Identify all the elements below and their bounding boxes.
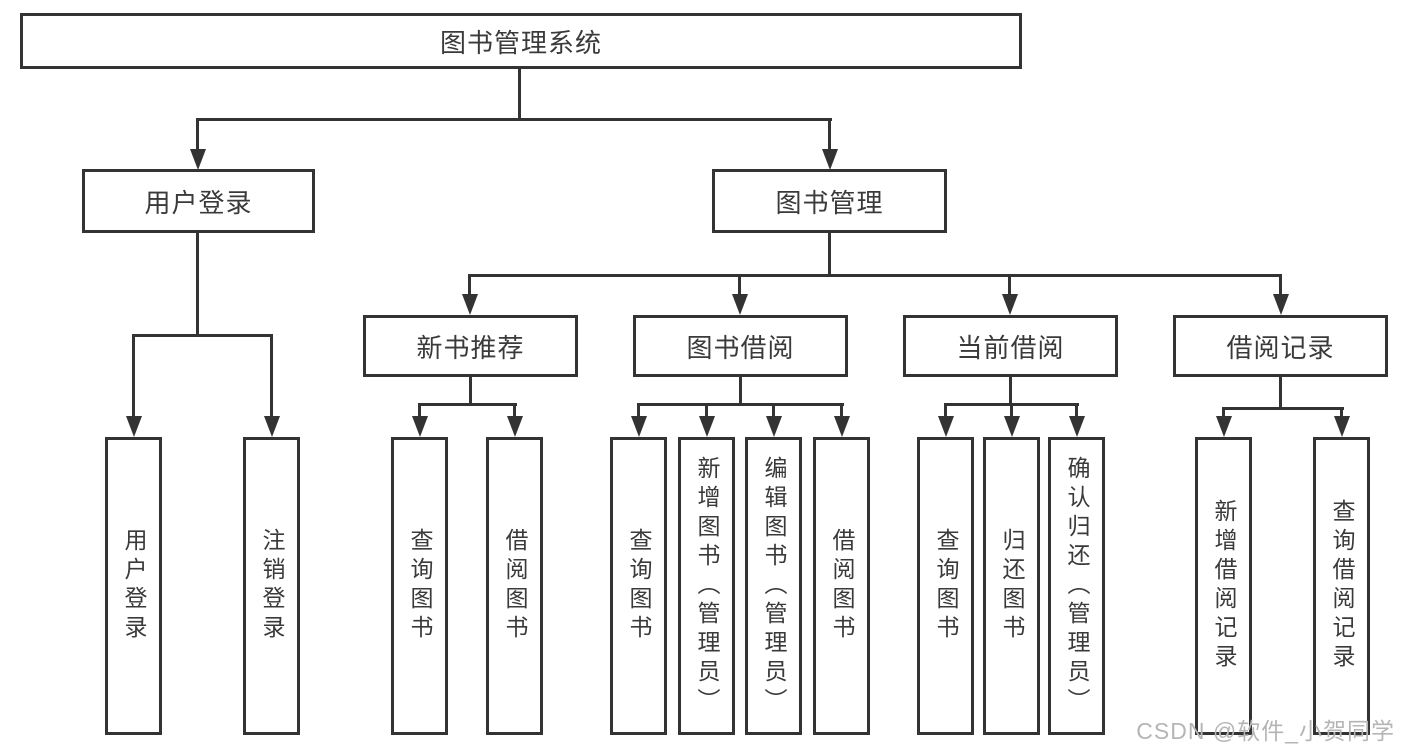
- connector-leaf-drop: [705, 403, 708, 420]
- arrow-down-icon: [462, 294, 478, 315]
- leaf-return-books: 归还图书: [983, 437, 1040, 735]
- connector-leaf-drop: [1340, 407, 1343, 420]
- leaf-query-borrow-record: 查询借阅记录: [1313, 437, 1370, 735]
- connector-leaf-drop: [270, 334, 273, 420]
- node-user-login-label: 用户登录: [144, 187, 253, 218]
- leaf-edit-books-admin: 编辑图书（管理员）: [745, 437, 802, 735]
- arrow-down-icon: [699, 416, 715, 437]
- connector-leaf-drop: [637, 403, 640, 420]
- node-book-management: 图书管理: [712, 169, 947, 233]
- node-root: 图书管理系统: [20, 13, 1022, 69]
- connector-leaf-drop: [513, 403, 516, 420]
- connector-leaf-drop: [418, 403, 421, 420]
- connector-login-branch: [132, 334, 273, 337]
- arrow-down-icon: [507, 416, 523, 437]
- node-current-borrowing: 当前借阅: [903, 315, 1118, 377]
- node-borrowing-records: 借阅记录: [1173, 315, 1388, 377]
- arrow-down-icon: [1334, 416, 1350, 437]
- leaf-query-books-borrowing: 查询图书: [610, 437, 667, 735]
- leaf-borrow-books-borrowing-label: 借阅图书: [829, 528, 855, 644]
- connector-recommend-stem: [469, 377, 472, 406]
- connector-level3-drop: [738, 274, 741, 298]
- arrow-down-icon: [732, 294, 748, 315]
- connector-root-branch: [196, 118, 832, 121]
- connector-level3-drop: [1008, 274, 1011, 298]
- connector-current-stem: [1009, 377, 1012, 406]
- leaf-query-books-current: 查询图书: [917, 437, 974, 735]
- arrow-down-icon: [1216, 416, 1232, 437]
- leaf-add-borrow-record: 新增借阅记录: [1195, 437, 1252, 735]
- leaf-query-books-recommend: 查询图书: [391, 437, 448, 735]
- connector-records-branch: [1222, 407, 1344, 410]
- connector-leaf-drop: [772, 403, 775, 420]
- arrow-down-icon: [938, 416, 954, 437]
- connector-borrowing-branch: [637, 403, 844, 406]
- connector-leaf-drop: [1222, 407, 1225, 420]
- connector-login-stem: [196, 233, 199, 337]
- leaf-query-borrow-record-label: 查询借阅记录: [1329, 499, 1355, 673]
- connector-management-stem: [828, 233, 831, 277]
- leaf-add-books-admin-label: 新增图书（管理员）: [694, 455, 720, 717]
- leaf-query-books-recommend-label: 查询图书: [407, 528, 433, 644]
- arrow-down-icon: [1069, 416, 1085, 437]
- connector-leaf-drop: [1010, 403, 1013, 420]
- leaf-borrow-books-recommend: 借阅图书: [486, 437, 543, 735]
- connector-leaf-drop: [840, 403, 843, 420]
- node-root-label: 图书管理系统: [439, 27, 602, 58]
- connector-level3-drop: [468, 274, 471, 298]
- connector-leaf-drop: [132, 334, 135, 420]
- leaf-add-borrow-record-label: 新增借阅记录: [1211, 499, 1237, 673]
- connector-leaf-drop: [1075, 403, 1078, 420]
- arrow-down-icon: [1273, 294, 1289, 315]
- arrow-down-icon: [1004, 416, 1020, 437]
- connector-leaf-drop: [944, 403, 947, 420]
- arrow-down-icon: [412, 416, 428, 437]
- leaf-return-books-label: 归还图书: [999, 528, 1025, 644]
- leaf-edit-books-admin-label: 编辑图书（管理员）: [761, 455, 787, 717]
- arrow-down-icon: [264, 416, 280, 437]
- leaf-add-books-admin: 新增图书（管理员）: [678, 437, 735, 735]
- connector-root-stem: [518, 67, 521, 121]
- arrow-down-icon: [190, 149, 206, 170]
- node-current-borrowing-label: 当前借阅: [956, 332, 1065, 363]
- leaf-logout: 注销登录: [243, 437, 300, 735]
- connector-level3-drop: [1279, 274, 1282, 298]
- leaf-user-login-label: 用户登录: [121, 528, 147, 644]
- node-new-book-recommend: 新书推荐: [363, 315, 578, 377]
- node-borrowing-records-label: 借阅记录: [1226, 332, 1335, 363]
- leaf-query-books-current-label: 查询图书: [933, 528, 959, 644]
- leaf-confirm-return-admin-label: 确认归还（管理员）: [1064, 455, 1090, 717]
- node-new-book-recommend-label: 新书推荐: [416, 332, 525, 363]
- connector-book-management-drop: [828, 118, 831, 152]
- node-user-login: 用户登录: [82, 169, 315, 233]
- leaf-borrow-books-borrowing: 借阅图书: [813, 437, 870, 735]
- leaf-confirm-return-admin: 确认归还（管理员）: [1048, 437, 1105, 735]
- leaf-logout-label: 注销登录: [259, 528, 285, 644]
- arrow-down-icon: [822, 149, 838, 170]
- node-book-management-label: 图书管理: [775, 187, 884, 218]
- leaf-borrow-books-recommend-label: 借阅图书: [502, 528, 528, 644]
- arrow-down-icon: [126, 416, 142, 437]
- connector-recommend-branch: [418, 403, 517, 406]
- node-book-borrowing: 图书借阅: [633, 315, 848, 377]
- connector-management-branch: [468, 274, 1282, 277]
- arrow-down-icon: [834, 416, 850, 437]
- connector-records-stem: [1279, 377, 1282, 410]
- leaf-user-login: 用户登录: [105, 437, 162, 735]
- node-book-borrowing-label: 图书借阅: [686, 332, 795, 363]
- arrow-down-icon: [766, 416, 782, 437]
- arrow-down-icon: [631, 416, 647, 437]
- leaf-query-books-borrowing-label: 查询图书: [626, 528, 652, 644]
- connector-user-login-drop: [196, 118, 199, 152]
- csdn-watermark: CSDN @软件_小贺同学: [1136, 718, 1395, 744]
- connector-borrowing-stem: [739, 377, 742, 406]
- arrow-down-icon: [1002, 294, 1018, 315]
